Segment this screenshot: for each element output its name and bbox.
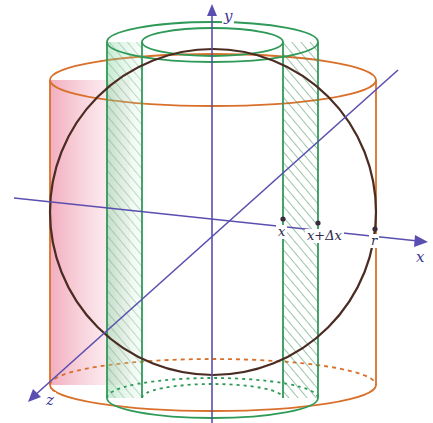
outer-cylinder (50, 54, 376, 411)
axis-label: z (44, 392, 56, 409)
tick-label: x+Δx (305, 229, 344, 243)
tick-label: r (369, 234, 379, 248)
axis-label: y (222, 8, 234, 25)
sphere (50, 49, 376, 375)
tick-label: x (276, 225, 287, 239)
axis-label: x (414, 249, 426, 266)
axes (14, 4, 428, 423)
